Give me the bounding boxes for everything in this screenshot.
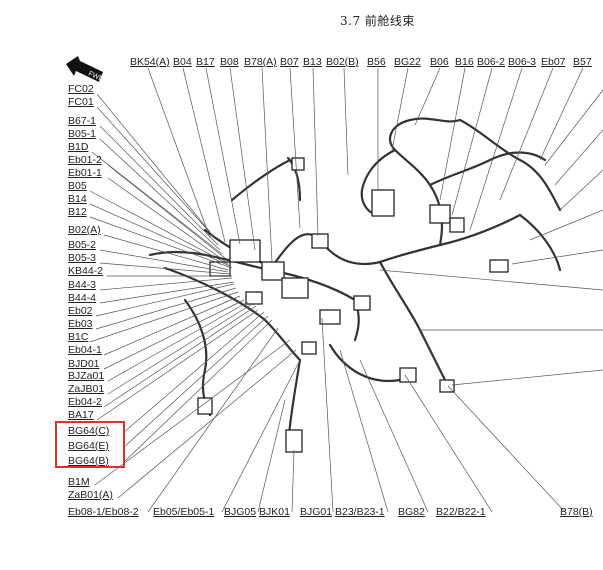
callout-label: BJZa01 [68,370,105,382]
callout-label: B17 [196,56,215,68]
callout-label: B05-3 [68,252,97,264]
leader-lines-top [147,67,584,263]
callout-label: B06 [430,56,449,68]
callout-label: Eb07 [541,56,566,68]
fwd-arrow-icon: FWD [66,56,105,83]
page-title: 3.7 前舱线束 [340,14,415,28]
callout-label: B57 [573,56,592,68]
callout-label: BG22 [394,56,421,68]
callout-label: B56 [367,56,386,68]
callout-label: B23/B23-1 [335,506,385,518]
callout-label: Eb04-2 [68,396,102,408]
callout-label: BJG01 [300,506,333,518]
callout-label: FC01 [68,96,94,108]
callout-label: B14 [68,193,87,205]
callout-label: KB44-2 [68,265,104,277]
callout-label: B78(A) [244,56,277,68]
callout-label: B02(A) [68,224,101,236]
callout-label: B06-3 [508,56,537,68]
callout-label: BA17 [68,409,94,421]
callout-label-highlighted: BG64(B) [68,455,109,467]
harness-body [148,117,562,447]
callout-label: B05 [68,180,87,192]
callout-label: FC02 [68,83,94,95]
callout-label: ZaJB01 [68,383,105,395]
callout-label: B44-4 [68,292,97,304]
highlight-box [55,421,125,468]
callout-label: B08 [220,56,239,68]
callout-label: B02(B) [326,56,359,68]
callout-label: BJK01 [259,506,290,518]
callout-label: Eb01-2 [68,154,102,166]
callout-label: B05-1 [68,128,97,140]
callout-label: BJG05 [224,506,257,518]
callout-label: B12 [68,206,87,218]
callout-label: B67-1 [68,115,97,127]
callout-label: B04 [173,56,192,68]
callout-label: B16 [455,56,474,68]
callout-label: B78(B) [560,506,593,518]
callout-label: Eb03 [68,318,93,330]
callout-label: Eb01-1 [68,167,102,179]
callout-label: B05-2 [68,239,97,251]
callout-label: B22/B22-1 [436,506,486,518]
leader-lines-bottom [147,317,566,513]
callout-label: BJD01 [68,358,100,370]
callout-label-highlighted: BG64(C) [68,425,110,437]
callout-label: Eb08-1/Eb08-2 [68,506,139,518]
callout-label: BG82 [398,506,425,518]
callout-label: B07 [280,56,299,68]
callout-label: B1C [68,331,89,343]
leader-lines-right [379,89,603,386]
callout-label: B44-3 [68,279,97,291]
callout-label: B06-2 [477,56,506,68]
callout-label: Eb05/Eb05-1 [153,506,215,518]
callout-label: Eb04-1 [68,344,102,356]
callout-label: B1M [68,476,90,488]
callout-label: B13 [303,56,322,68]
callout-label: BK54(A) [130,56,170,68]
leader-lines-left [89,93,297,499]
callout-label-highlighted: BG64(E) [68,440,109,452]
callout-label: ZaB01(A) [68,489,113,501]
callout-label: B1D [68,141,89,153]
connector-blocks [197,157,509,453]
callout-label: Eb02 [68,305,93,317]
